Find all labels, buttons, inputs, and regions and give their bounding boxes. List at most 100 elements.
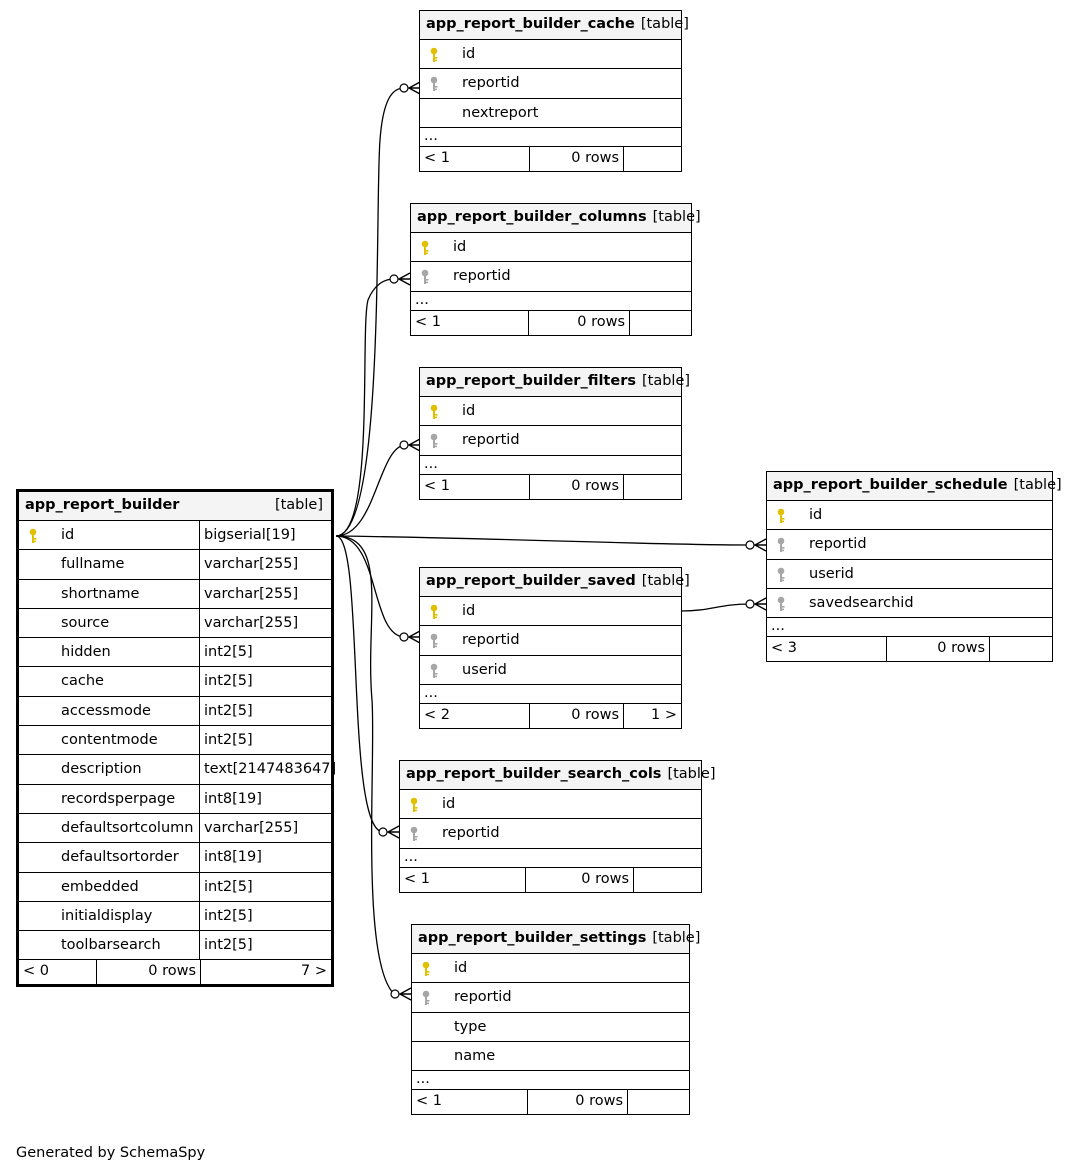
row-count: 0 rows — [529, 310, 630, 335]
child-count[interactable] — [990, 637, 1052, 661]
table-row[interactable]: reportid — [420, 626, 681, 656]
more-columns-indicator: ... — [420, 128, 681, 147]
column-name: source — [61, 614, 110, 631]
child-count[interactable] — [634, 868, 701, 892]
table-row[interactable]: reportid — [411, 262, 691, 292]
table-row[interactable]: id — [420, 597, 681, 627]
table-row[interactable]: userid — [767, 560, 1052, 589]
child-count[interactable]: 7 > — [301, 963, 327, 980]
table-header[interactable]: app_report_builder_columns[table] — [411, 204, 701, 233]
table-row[interactable]: reportid — [412, 983, 689, 1013]
table-header[interactable]: app_report_builder_saved[table] — [420, 568, 690, 597]
foreign-key-icon — [430, 76, 438, 92]
table-row[interactable]: reportid — [767, 530, 1052, 560]
column-name: hidden — [61, 644, 111, 661]
child-count[interactable]: 1 > — [651, 706, 677, 723]
table-kind: [table] — [667, 766, 716, 782]
table-row[interactable]: id — [412, 954, 689, 984]
more-columns-indicator: ... — [767, 618, 1052, 638]
table-app-report-builder-columns[interactable]: app_report_builder_columns[table]id repor… — [410, 203, 701, 336]
foreign-key-icon — [777, 537, 785, 553]
column-type: int2[5] — [199, 667, 253, 696]
table-header[interactable]: app_report_builder_cache[table] — [420, 11, 689, 40]
table-row[interactable]: id — [767, 501, 1052, 531]
table-row[interactable]: id — [420, 40, 681, 70]
table-row[interactable]: id — [411, 233, 691, 263]
table-row[interactable]: shortname varchar[255] — [19, 579, 331, 609]
table-name: app_report_builder — [25, 497, 180, 513]
table-row[interactable]: id — [420, 397, 681, 427]
row-count: 0 rows — [97, 960, 201, 985]
table-name: app_report_builder_search_cols — [406, 766, 662, 782]
table-row[interactable]: reportid — [420, 426, 681, 456]
primary-key-icon — [410, 797, 418, 812]
column-name: initialdisplay — [61, 907, 153, 924]
table-row[interactable]: id — [400, 790, 701, 820]
column-name: id — [453, 239, 467, 255]
parent-count[interactable]: < 1 — [412, 1090, 528, 1115]
table-app-report-builder-search-cols[interactable]: app_report_builder_search_cols [table] id r… — [399, 760, 715, 893]
column-type: varchar[255] — [199, 550, 298, 579]
column-type: varchar[255] — [199, 579, 298, 608]
column-name: nextreport — [462, 104, 539, 121]
child-count[interactable] — [624, 147, 681, 171]
parent-count[interactable]: < 3 — [767, 637, 887, 662]
table-row[interactable]: nextreport — [420, 99, 681, 128]
column-name: id — [462, 46, 476, 62]
table-row[interactable]: type — [412, 1013, 689, 1042]
child-count[interactable] — [628, 1090, 689, 1114]
table-app-report-builder-cache[interactable]: app_report_builder_cache[table]id reporti… — [419, 10, 689, 172]
column-name: userid — [809, 565, 854, 582]
parent-count[interactable]: < 1 — [400, 867, 526, 892]
parent-count[interactable]: < 1 — [420, 474, 530, 499]
parent-count[interactable]: < 2 — [420, 703, 530, 728]
column-type: int8[19] — [199, 784, 262, 813]
column-name: id — [61, 527, 75, 543]
primary-key-icon — [29, 528, 37, 543]
table-header[interactable]: app_report_builder_schedule[table] — [767, 472, 1062, 501]
parent-count[interactable]: < 1 — [420, 146, 530, 171]
table-row[interactable]: savedsearchid — [767, 589, 1052, 619]
table-header[interactable]: app_report_builder_filters[table] — [420, 368, 690, 397]
link-saved — [335, 535, 405, 638]
table-header[interactable]: app_report_builder_search_cols [table] — [400, 761, 715, 790]
table-row[interactable]: reportid — [420, 69, 681, 99]
primary-key-icon — [430, 604, 438, 619]
row-count: 0 rows — [528, 1090, 628, 1115]
column-name: shortname — [61, 585, 140, 602]
parent-count[interactable]: < 0 — [19, 960, 97, 985]
table-row[interactable]: userid — [420, 656, 681, 685]
table-header[interactable]: app_report_builder_settings[table] — [412, 925, 700, 954]
parent-count[interactable]: < 1 — [411, 310, 529, 335]
row-count: 0 rows — [526, 867, 634, 892]
child-count[interactable] — [630, 311, 691, 335]
child-count[interactable] — [624, 475, 681, 499]
link-columns — [335, 278, 395, 537]
table-row[interactable]: name — [412, 1042, 689, 1072]
column-name: reportid — [442, 825, 500, 842]
foreign-key-icon — [430, 433, 438, 449]
table-row[interactable]: reportid — [400, 819, 701, 849]
table-header[interactable]: app_report_builder[table] — [19, 492, 331, 521]
